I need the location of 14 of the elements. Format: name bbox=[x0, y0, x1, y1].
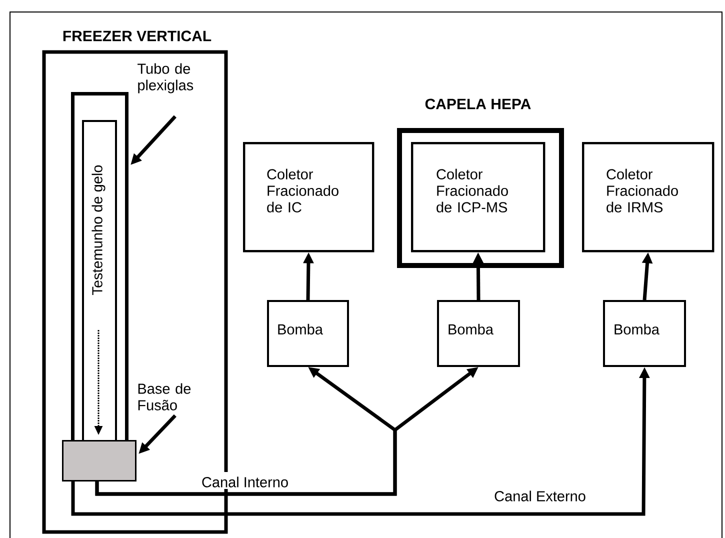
collector-box: Coletor Fracionado de IC bbox=[243, 142, 374, 252]
heading: FREEZER VERTICAL bbox=[63, 30, 212, 42]
heading: CAPELA HEPA bbox=[425, 98, 531, 110]
pump-box: Bomba bbox=[603, 300, 686, 367]
edge-label: Canal Externo bbox=[493, 490, 587, 502]
part-label: Base de Fusão bbox=[138, 383, 191, 410]
core-label: Testemunho de gelo bbox=[92, 165, 106, 295]
pump-box: Bomba bbox=[267, 300, 349, 367]
part-label: Tubo de plexiglas bbox=[138, 63, 194, 94]
collector-box: Coletor Fracionado de IRMS bbox=[582, 142, 714, 252]
collector-box: Coletor Fracionado de ICP-MS bbox=[411, 142, 546, 252]
edge-label: Canal Interno bbox=[200, 476, 290, 488]
melt-base-block bbox=[62, 440, 136, 482]
pump-box: Bomba bbox=[437, 300, 520, 367]
